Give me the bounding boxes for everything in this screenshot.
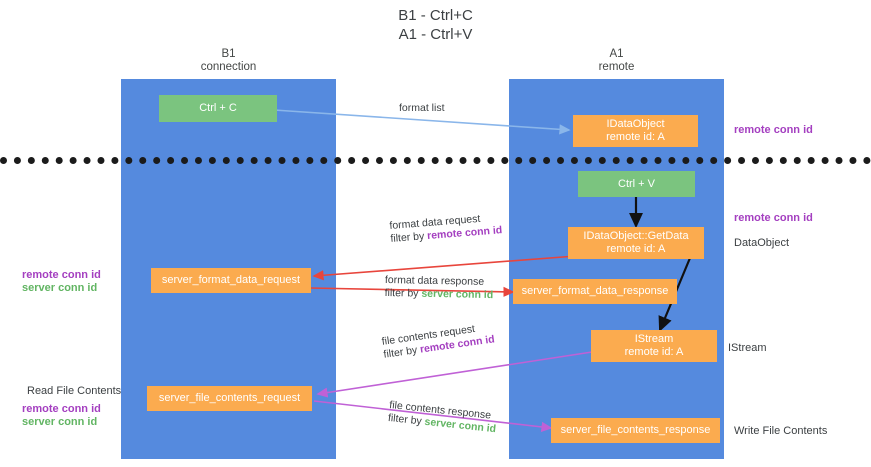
- node-istream[interactable]: IStream remote id: A: [591, 330, 717, 362]
- edge-file-contents-request: [316, 351, 593, 398]
- label-right-write-file-contents: Write File Contents: [734, 425, 828, 437]
- column-header-b1-sub: connection: [200, 61, 257, 73]
- node-idataobject-label: IDataObject: [606, 118, 665, 130]
- node-istream-label: IStream: [634, 333, 674, 345]
- node-server-file-contents-request[interactable]: server_file_contents_request: [147, 386, 312, 411]
- node-server-format-data-response-label: server_format_data_response: [521, 285, 669, 297]
- label-left-server-conn-id-2: server conn id: [22, 416, 98, 428]
- node-server-format-data-request-label: server_format_data_request: [161, 274, 301, 286]
- diagram-title: B1 - Ctrl+C A1 - Ctrl+V: [398, 7, 473, 43]
- node-getdata-sublabel: remote id: A: [606, 243, 666, 255]
- filter-prefix: filter by: [390, 230, 428, 245]
- node-getdata-label: IDataObject::GetData: [583, 230, 689, 242]
- label-right-istream: IStream: [728, 342, 767, 354]
- node-ctrl-c-label: Ctrl + C: [199, 102, 237, 114]
- node-ctrl-v[interactable]: Ctrl + V: [578, 171, 695, 197]
- label-right-remote-conn-id-top: remote conn id: [734, 124, 813, 136]
- edge-format-data-request: [312, 255, 577, 281]
- column-header-a1-sub: remote: [598, 61, 635, 73]
- node-ctrl-c[interactable]: Ctrl + C: [159, 95, 277, 122]
- node-idataobject[interactable]: IDataObject remote id: A: [573, 115, 698, 147]
- node-server-file-contents-request-label: server_file_contents_request: [158, 392, 301, 404]
- filter-prefix: filter by: [387, 411, 426, 428]
- edge-file-contents-response: [313, 400, 553, 433]
- node-server-file-contents-response-label: server_file_contents_response: [560, 424, 711, 436]
- edge-format-list: [273, 109, 571, 135]
- label-left-read-file-contents: Read File Contents: [27, 385, 122, 397]
- label-left-remote-conn-id-2: remote conn id: [22, 403, 101, 415]
- edge-format-data-response: [309, 286, 515, 297]
- column-header-b1-name: B1: [221, 48, 236, 60]
- edge-label-format-list-text: format list: [399, 102, 445, 114]
- edge-label-format-list: format list: [399, 102, 445, 115]
- node-server-file-contents-response[interactable]: server_file_contents_response: [551, 418, 720, 443]
- label-left-remote-conn-id: remote conn id: [22, 269, 101, 281]
- node-idataobject-sublabel: remote id: A: [606, 131, 665, 143]
- phase-divider: [0, 157, 871, 164]
- edge-label-format-data-response: format data response filter by server co…: [385, 274, 494, 302]
- node-ctrl-v-label: Ctrl + V: [618, 177, 655, 190]
- column-header-a1-name: A1: [609, 48, 624, 60]
- node-server-format-data-request[interactable]: server_format_data_request: [151, 268, 311, 293]
- label-left-server-conn-id: server conn id: [22, 282, 98, 294]
- node-server-format-data-response[interactable]: server_format_data_response: [513, 279, 677, 304]
- node-istream-sublabel: remote id: A: [624, 346, 684, 358]
- label-right-dataobject: DataObject: [734, 237, 790, 249]
- label-right-remote-conn-id-mid: remote conn id: [734, 212, 813, 224]
- filter-key-server-conn-id: server conn id: [421, 287, 494, 302]
- node-idataobject-getdata[interactable]: IDataObject::GetData remote id: A: [568, 227, 704, 259]
- edge-label-format-data-response-line2: filter by server conn id: [385, 287, 494, 302]
- filter-prefix: filter by: [384, 286, 422, 300]
